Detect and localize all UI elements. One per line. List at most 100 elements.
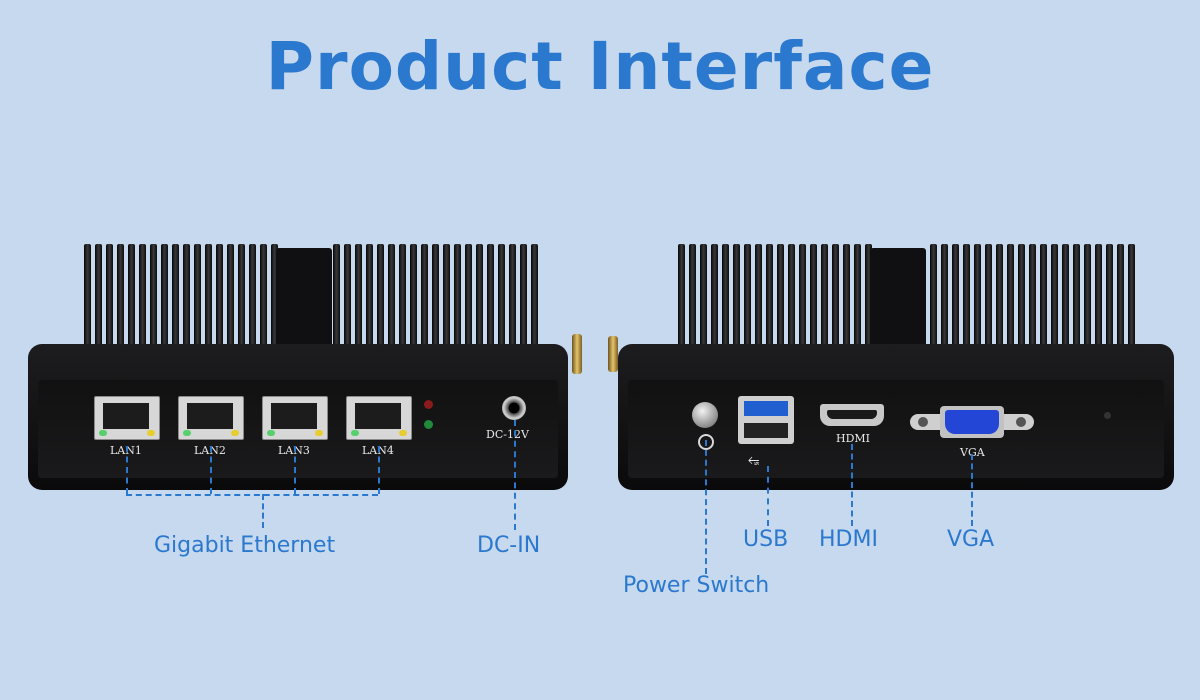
heatsink-fin: [238, 244, 245, 356]
heatsink-fin: [996, 244, 1003, 356]
heatsink-fin: [465, 244, 472, 356]
heatsink-fin: [128, 244, 135, 356]
leader-hdmi: [851, 444, 853, 526]
heatsink-fin: [333, 244, 340, 356]
heatsink-fin: [832, 244, 839, 356]
lan1-label: LAN1: [110, 444, 142, 457]
heatsink-fin: [821, 244, 828, 356]
heatsink-fin: [1007, 244, 1014, 356]
heatsink-fin: [271, 244, 278, 356]
gigabit-ethernet-label: Gigabit Ethernet: [154, 533, 336, 558]
leader-vga: [971, 454, 973, 526]
heatsink-fin: [952, 244, 959, 356]
heatsink-fin: [227, 244, 234, 356]
heatsink-fin: [788, 244, 795, 356]
heatsink-center-block: [276, 248, 332, 352]
lan1-port: [94, 396, 160, 440]
heatsink-fin: [509, 244, 516, 356]
heatsink-fin: [930, 244, 937, 356]
heatsink-fin: [963, 244, 970, 356]
vga-port: [910, 406, 1034, 438]
heatsink-fin: [689, 244, 696, 356]
heatsink-fin: [854, 244, 861, 356]
lan2-label: LAN2: [194, 444, 226, 457]
lan4-port: [346, 396, 412, 440]
heatsink-fin: [711, 244, 718, 356]
heatsink-fin: [843, 244, 850, 356]
heatsink-fin: [1051, 244, 1058, 356]
usb-label: USB: [743, 527, 789, 552]
heatsink-fins-right: [333, 244, 543, 356]
heatsink-fins-left-2: [678, 244, 878, 356]
heatsink-fin: [678, 244, 685, 356]
leader-lan1: [126, 446, 128, 494]
status-led-red: [424, 400, 433, 409]
hdmi-label: HDMI: [819, 527, 878, 552]
heatsink-fin: [205, 244, 212, 356]
right-mini-pc: ⭂ HDMI VGA: [608, 244, 1174, 490]
heatsink-fin: [974, 244, 981, 356]
heatsink-fin: [1095, 244, 1102, 356]
usb-port-bottom: [744, 423, 788, 438]
heatsink-fin: [810, 244, 817, 356]
heatsink-fin: [454, 244, 461, 356]
leader-lan-bus: [126, 494, 378, 496]
hdmi-port-label: HDMI: [836, 432, 871, 445]
power-button: [692, 402, 718, 428]
hdmi-port: [820, 404, 884, 426]
leader-lan4: [378, 446, 380, 494]
heatsink-fin: [777, 244, 784, 356]
leader-lan2: [210, 446, 212, 494]
leader-usb: [767, 466, 769, 526]
heatsink-fin: [498, 244, 505, 356]
heatsink-fin: [1117, 244, 1124, 356]
heatsink-fin: [249, 244, 256, 356]
heatsink-fin: [117, 244, 124, 356]
heatsink-fin: [161, 244, 168, 356]
lan3-port: [262, 396, 328, 440]
heatsink-fin: [1106, 244, 1113, 356]
heatsink-fin: [344, 244, 351, 356]
heatsink-fin: [799, 244, 806, 356]
heatsink-fin: [865, 244, 872, 356]
heatsink-fin: [755, 244, 762, 356]
heatsink-center-block-2: [870, 248, 926, 352]
heatsink-fin: [194, 244, 201, 356]
heatsink-fin: [1084, 244, 1091, 356]
heatsink-fin: [139, 244, 146, 356]
heatsink-fin: [476, 244, 483, 356]
heatsink-fin: [260, 244, 267, 356]
heatsink-fin: [443, 244, 450, 356]
antenna-right: [608, 336, 618, 372]
dc-jack: [502, 396, 526, 420]
heatsink-fin: [520, 244, 527, 356]
heatsink-fin: [410, 244, 417, 356]
rear-panel: [628, 380, 1164, 478]
heatsink-fin: [399, 244, 406, 356]
usb-ports: [738, 396, 794, 444]
leader-power: [705, 440, 707, 574]
heatsink-fin: [106, 244, 113, 356]
heatsink-fin: [1018, 244, 1025, 356]
lan3-label: LAN3: [278, 444, 310, 457]
heatsink-fin: [766, 244, 773, 356]
leader-lan3: [294, 446, 296, 494]
heatsink-fins-right-2: [930, 244, 1140, 356]
usb-icon: ⭂: [748, 452, 760, 468]
heatsink-fin: [985, 244, 992, 356]
left-mini-pc: LAN1 LAN2 LAN3 LAN4 DC-12V: [28, 244, 582, 490]
heatsink-fin: [1040, 244, 1047, 356]
leader-gigabit: [262, 494, 264, 528]
leader-dcin: [514, 420, 516, 530]
lan4-label: LAN4: [362, 444, 394, 457]
heatsink-fin: [366, 244, 373, 356]
heatsink-fin: [150, 244, 157, 356]
heatsink-fin: [172, 244, 179, 356]
heatsink-fin: [700, 244, 707, 356]
heatsink-fin: [1062, 244, 1069, 356]
heatsink-fin: [95, 244, 102, 356]
heatsink-fin: [377, 244, 384, 356]
heatsink-fin: [388, 244, 395, 356]
heatsink-fin: [1073, 244, 1080, 356]
usb-port-top: [744, 401, 788, 416]
